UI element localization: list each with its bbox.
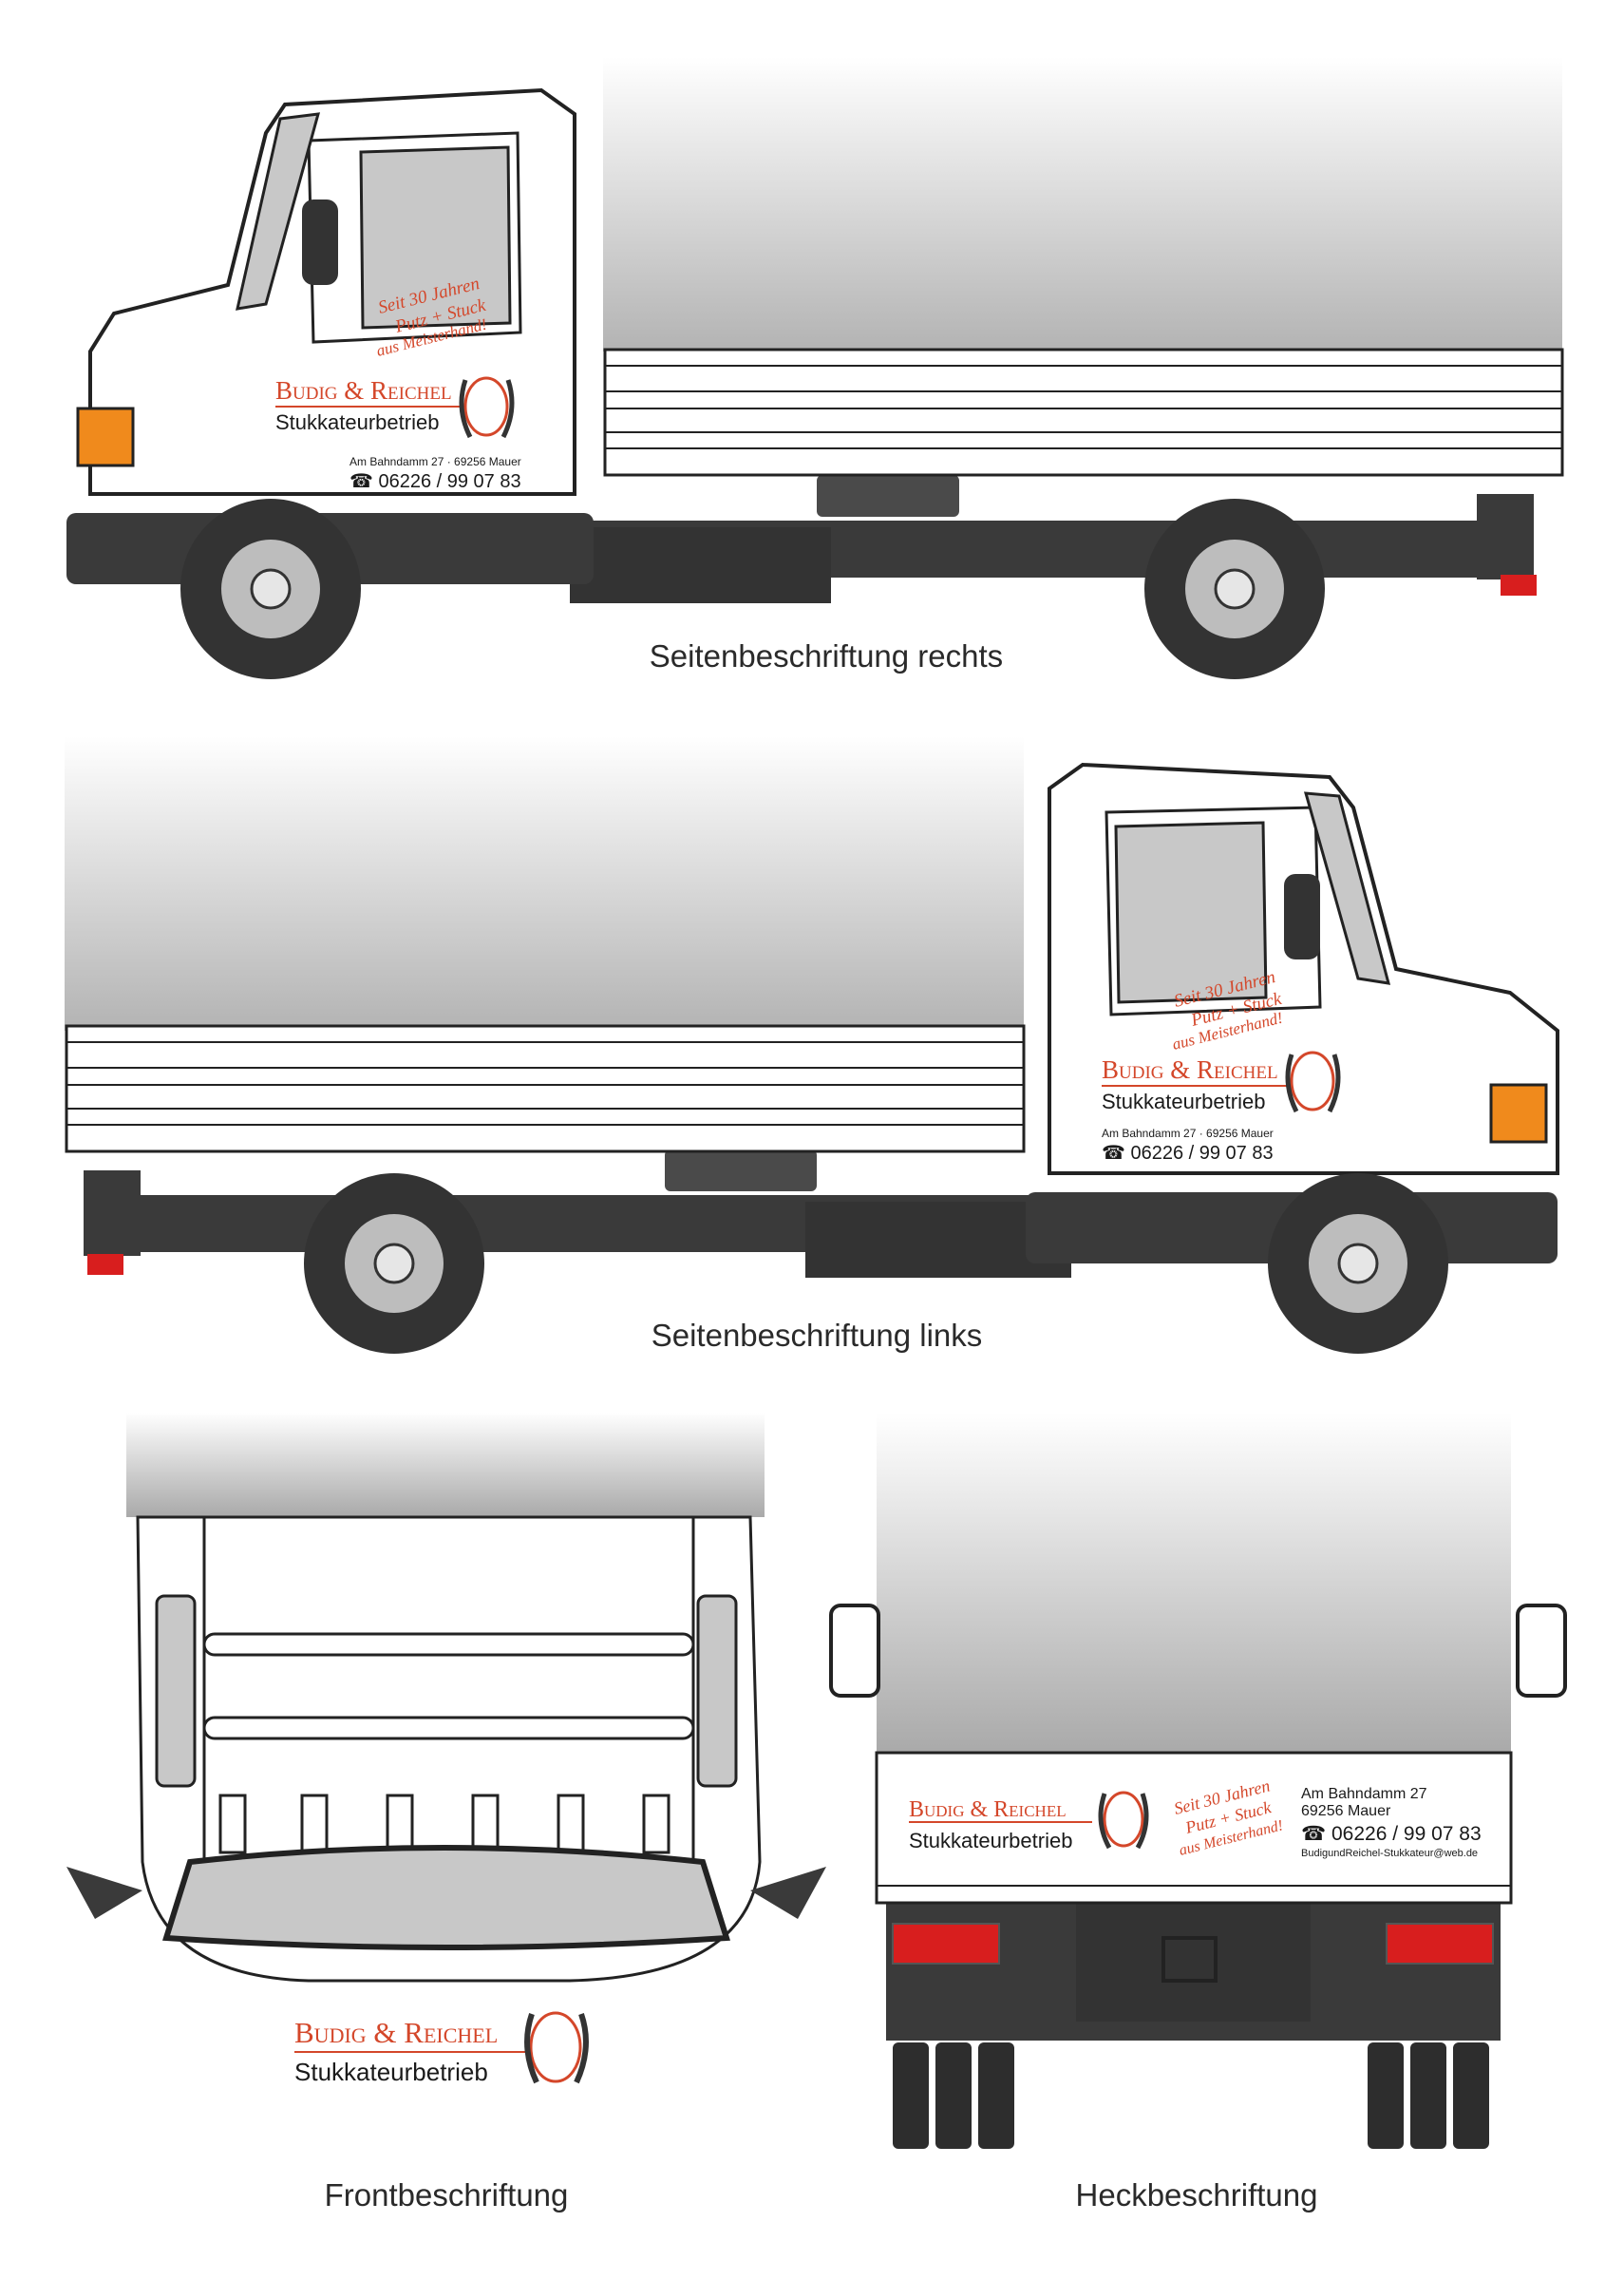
stucco-ornament-logo (529, 2011, 582, 2083)
trade-name: Stukkateurbetrieb (275, 410, 439, 434)
stucco-ornament-logo (1290, 1051, 1335, 1111)
company-name: Budig & Reichel (275, 376, 452, 405)
trade-name: Stukkateurbetrieb (1102, 1090, 1265, 1113)
tarp (603, 57, 1562, 351)
phone-number: ☎ 06226 / 99 07 83 (349, 471, 521, 492)
phone-number: ☎ 06226 / 99 07 83 (1102, 1143, 1274, 1164)
caption-left-side: Seitenbeschriftung links (651, 1318, 983, 1353)
trade-name: Stukkateurbetrieb (294, 2058, 488, 2086)
company-name: Budig & Reichel (909, 1797, 1067, 1822)
email: BudigundReichel-Stukkateur@web.de (1301, 1848, 1478, 1859)
cab-window (1114, 821, 1268, 1004)
truck-front-view: Budig & Reichel Stukkateurbetrieb (66, 1413, 826, 2086)
rear-wheel (1144, 499, 1325, 679)
street: Am Bahndamm 27 (1301, 1786, 1427, 1802)
phone-number: ☎ 06226 / 99 07 83 (1301, 1823, 1482, 1845)
headlight-indicator (76, 407, 135, 467)
stucco-ornament-logo (1103, 1791, 1144, 1848)
left-door-window (155, 1594, 197, 1788)
company-name: Budig & Reichel (294, 2016, 498, 2049)
trade-name: Stukkateurbetrieb (909, 1829, 1072, 1852)
tarp (65, 736, 1024, 1031)
truck-right-side: Seit 30 Jahren Putz + Stuck aus Meisterh… (66, 57, 1564, 679)
left-mirror (66, 1867, 142, 1919)
right-mirror (1516, 1604, 1567, 1698)
left-mirror (829, 1604, 880, 1698)
company-name: Budig & Reichel (1102, 1055, 1278, 1084)
stucco-ornament-logo (463, 376, 509, 437)
truck-left-side: Seit 30 Jahren Putz + Stuck aus Meisterh… (65, 736, 1559, 1354)
truck-rear-view: Budig & Reichel Stukkateurbetrieb Seit 3… (829, 1413, 1567, 2149)
right-door-window (696, 1594, 738, 1788)
flatbed-side (603, 348, 1564, 477)
right-tail-lights (1386, 1923, 1494, 1965)
tarp (877, 1413, 1511, 1755)
headlight-indicator (1489, 1083, 1548, 1144)
caption-right-side: Seitenbeschriftung rechts (649, 638, 1004, 674)
windshield (162, 1845, 730, 1950)
right-mirror (750, 1867, 826, 1919)
hood-livery: Budig & Reichel Stukkateurbetrieb (294, 2011, 589, 2086)
front-wheel (180, 499, 361, 679)
cab-window (359, 145, 512, 330)
tail-light (1501, 575, 1537, 596)
address-line: Am Bahndamm 27 · 69256 Mauer (349, 455, 521, 468)
flatbed-side (65, 1024, 1026, 1153)
address-line: Am Bahndamm 27 · 69256 Mauer (1102, 1127, 1274, 1140)
rear-wheel (304, 1173, 484, 1354)
windshield (1303, 791, 1391, 985)
tarp (126, 1413, 765, 1517)
tailgate-livery: Budig & Reichel Stukkateurbetrieb Seit 3… (909, 1776, 1482, 1859)
left-tail-lights (892, 1923, 1000, 1965)
city: 69256 Mauer (1301, 1803, 1391, 1819)
tail-light (87, 1254, 123, 1275)
mirror (1284, 874, 1320, 959)
mirror (302, 199, 338, 285)
front-wheel (1268, 1173, 1448, 1354)
windshield (236, 112, 321, 311)
caption-front: Frontbeschriftung (324, 2177, 569, 2213)
tailgate (875, 1751, 1513, 1905)
caption-rear: Heckbeschriftung (1075, 2177, 1318, 2213)
